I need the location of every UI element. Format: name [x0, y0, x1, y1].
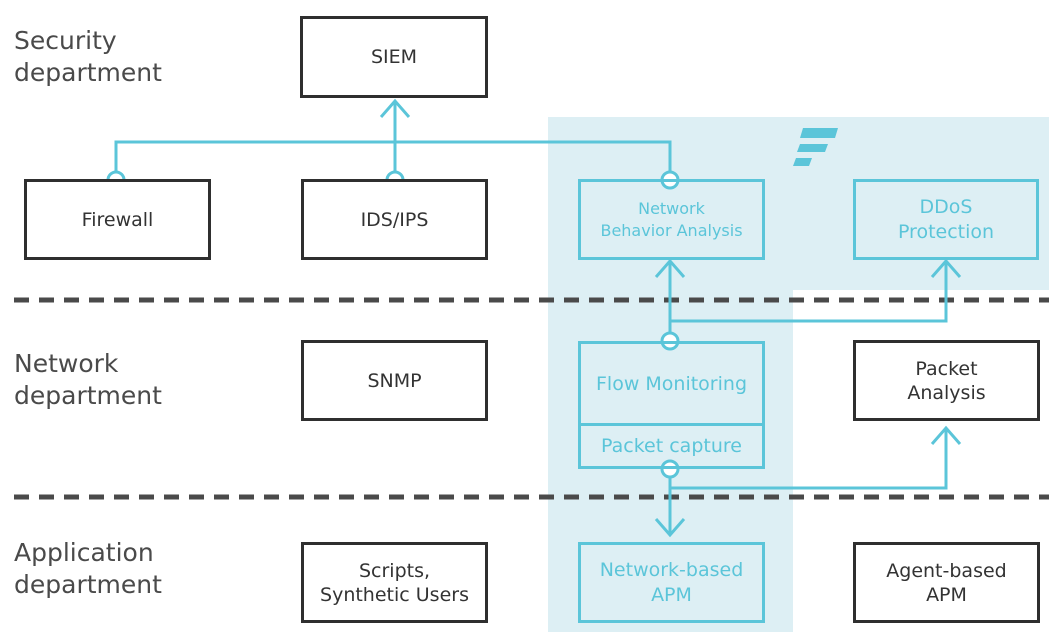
- network-department-label: Network department: [14, 349, 162, 410]
- connector-firewall-bus: [114, 140, 672, 180]
- security-department-label: Security department: [14, 26, 162, 87]
- flowmon-logo-icon: [793, 128, 838, 166]
- network-based-apm-box: Network-based APM: [578, 542, 765, 623]
- flow-monitoring-label: Flow Monitoring: [581, 344, 762, 426]
- arrowhead-nba: [654, 258, 686, 278]
- connector-flow-to-ddos: [670, 261, 948, 323]
- agent-based-apm-box: Agent-based APM: [853, 542, 1040, 623]
- arrowhead-siem: [379, 98, 411, 118]
- application-department-label: Application department: [14, 538, 162, 599]
- port-packet-capture: [660, 459, 680, 479]
- scripts-synthetic-users-box: Scripts, Synthetic Users: [301, 542, 488, 623]
- flow-monitoring-group: Flow Monitoring Packet capture: [578, 341, 765, 469]
- arrowhead-ddos: [930, 258, 962, 278]
- firewall-box: Firewall: [24, 179, 211, 260]
- ids-ips-box: IDS/IPS: [301, 179, 488, 260]
- arrowhead-packet-analysis: [930, 425, 962, 445]
- siem-box: SIEM: [300, 16, 488, 98]
- packet-capture-label: Packet capture: [601, 435, 742, 457]
- ddos-protection-box: DDoS Protection: [853, 179, 1039, 260]
- connector-capture-to-analysis: [670, 428, 948, 490]
- packet-analysis-box: Packet Analysis: [853, 340, 1040, 421]
- network-behavior-analysis-box: Network Behavior Analysis: [578, 179, 765, 260]
- highlight-region-upper: [548, 117, 1049, 290]
- snmp-box: SNMP: [301, 340, 488, 421]
- arrowhead-apm: [654, 518, 686, 538]
